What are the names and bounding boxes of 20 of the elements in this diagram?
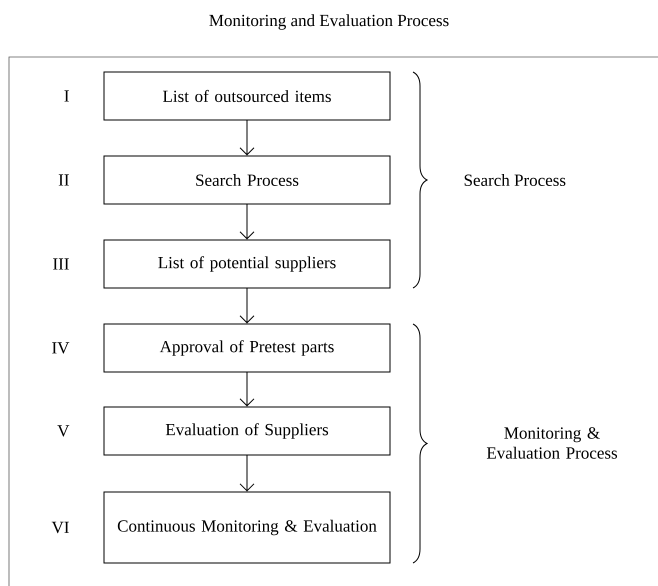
- step-number: VI: [52, 522, 69, 534]
- arrow: [240, 288, 254, 324]
- process-box: Approval of Pretest parts: [104, 324, 390, 372]
- brace-label: Search Process: [464, 174, 566, 186]
- process-box: Search Process: [104, 156, 390, 204]
- arrow: [240, 372, 254, 406]
- step-number: IV: [52, 342, 70, 354]
- arrow: [240, 455, 254, 492]
- step-number: III: [53, 258, 69, 270]
- arrow: [240, 120, 254, 156]
- step-number: I: [64, 90, 69, 102]
- process-box: Continuous Monitoring & Evaluation: [104, 492, 390, 564]
- step-number: II: [58, 174, 69, 186]
- brace-label: Monitoring & Evaluation Process: [486, 427, 618, 459]
- arrow: [240, 204, 254, 240]
- process-box: List of outsourced items: [104, 72, 390, 120]
- title: Monitoring and Evaluation Process: [209, 14, 449, 30]
- process-box: List of potential suppliers: [104, 240, 390, 288]
- process-box: Evaluation of Suppliers: [104, 406, 390, 456]
- step-number: V: [57, 425, 70, 437]
